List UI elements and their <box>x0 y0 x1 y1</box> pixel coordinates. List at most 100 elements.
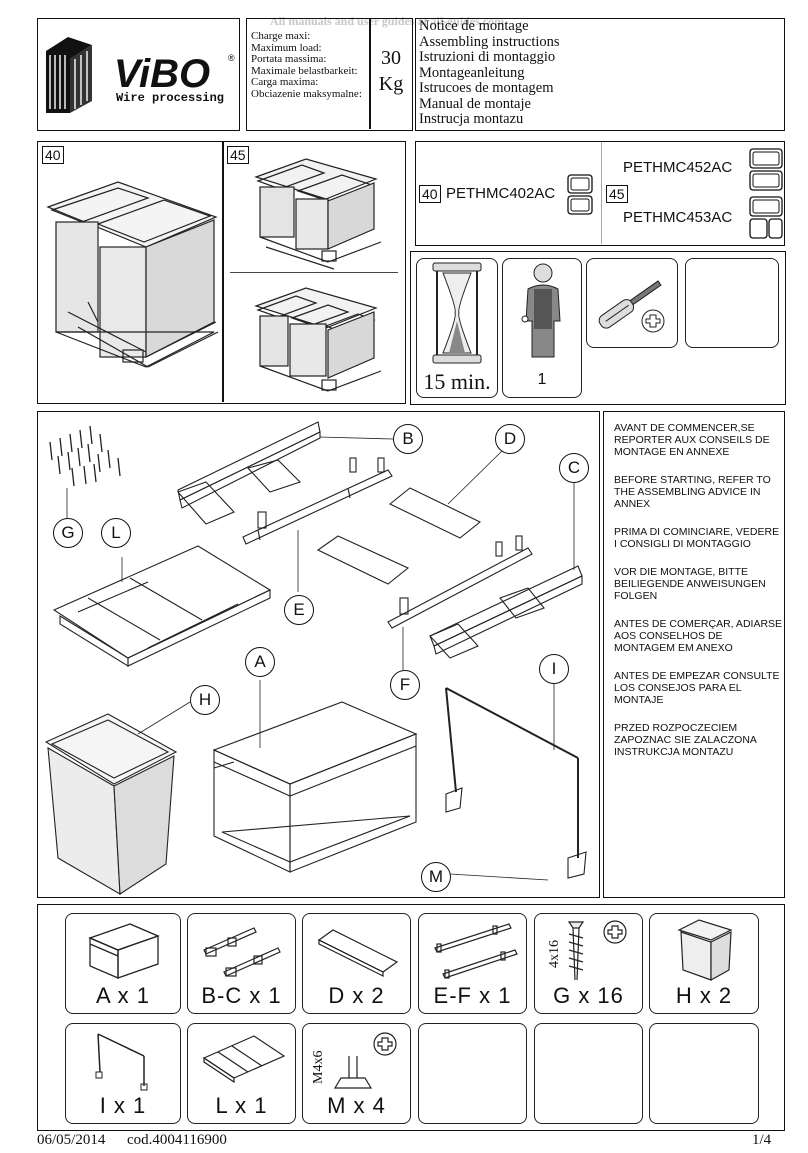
inventory-card-l: L x 1 <box>187 1023 296 1124</box>
logo-box: ViBO ® Wire processing <box>37 18 240 131</box>
load-label: Maximum load: <box>251 41 322 54</box>
vibo-logo-icon: ViBO ® <box>46 37 235 113</box>
load-labels: Charge maxi: Maximum load: Portata massi… <box>251 30 362 101</box>
inventory-caption: G x 16 <box>553 983 624 1008</box>
inventory-card-empty <box>418 1023 527 1124</box>
load-label: Charge maxi: <box>251 30 311 42</box>
load-label: Carga maxima: <box>251 76 319 89</box>
slide-c-illustration <box>429 565 583 659</box>
frame-l-thumbnail <box>202 1035 286 1084</box>
two-bin-layout-icon <box>749 148 783 191</box>
part-label-h: H <box>190 685 220 715</box>
inventory-card-i: I x 1 <box>65 1023 181 1124</box>
part-label-a: A <box>245 647 275 677</box>
model-40-code: PETHMC402AC <box>446 185 556 202</box>
title-en: Assembling instructions <box>419 33 560 50</box>
svg-text:®: ® <box>228 53 235 63</box>
svg-text:ViBO: ViBO <box>114 52 210 96</box>
frame-a-thumbnail <box>88 923 160 979</box>
inventory-caption: L x 1 <box>215 1093 268 1118</box>
part-label-c: C <box>559 453 589 483</box>
advice-en: BEFORE STARTING, REFER TO THE ASSEMBLING… <box>614 474 771 510</box>
part-label-i: I <box>539 654 569 684</box>
empty-tool-card <box>685 258 779 348</box>
inventory-card-d: D x 2 <box>302 913 411 1014</box>
footer-date: 06/05/2014 <box>37 1132 106 1148</box>
variant-45-tag: 45 <box>606 185 628 203</box>
inventory-card-ef: E-F x 1 <box>418 913 527 1014</box>
hanger-i-illustration <box>445 687 587 879</box>
part-label-m: M <box>421 862 451 892</box>
slides-bc-thumbnail <box>203 927 281 977</box>
advice-es: ANTES DE EMPEZAR CONSULTE LOS CONSEJOS P… <box>614 670 780 706</box>
title-es: Manual de montaje <box>419 95 531 112</box>
inventory-caption: H x 2 <box>675 983 733 1008</box>
inventory-caption: I x 1 <box>99 1093 147 1118</box>
part-label-b: B <box>393 424 423 454</box>
screws-g-illustration <box>49 425 121 487</box>
inventory-caption: E-F x 1 <box>433 983 512 1008</box>
rail-e-illustration <box>242 457 393 545</box>
variant-45-tag: 45 <box>227 146 249 164</box>
inventory-caption: D x 2 <box>328 983 385 1008</box>
screw-g-icon <box>567 920 627 981</box>
product-40-illustration <box>46 181 219 368</box>
slide-b-illustration <box>177 421 321 525</box>
bin-h-thumbnail <box>677 919 733 982</box>
two-bin-layout-icon <box>567 174 593 215</box>
title-pt: Istrucoes de montagem <box>419 80 554 96</box>
instructions-title-box: Notice de montage Assembling instruction… <box>415 18 785 131</box>
parts-exploded-diagram <box>44 421 587 895</box>
load-label: Maximale belastbarkeit: <box>251 64 358 77</box>
part-label-d: D <box>495 424 525 454</box>
parts-inventory-box: A x 1 B-C x 1 D x 2 E-F x 1 4x16 <box>37 904 785 1131</box>
product-views-box: 40 45 <box>37 141 406 404</box>
advice-pl: PRZED ROZPOCZECIEM ZAPOZNAC SIE ZALACZON… <box>614 722 757 758</box>
load-unit: Kg <box>378 73 404 95</box>
inventory-card-a: A x 1 <box>65 913 181 1014</box>
variant-40-tag: 40 <box>42 146 64 164</box>
brand-tagline: Wire processing <box>115 91 225 105</box>
footer-page: 1/4 <box>752 1132 772 1148</box>
frame-l-illustration <box>52 545 272 667</box>
title-it: Istruzioni di montaggio <box>419 49 556 65</box>
rails-ef-thumbnail <box>434 923 518 979</box>
inventory-caption: M x 4 <box>327 1093 386 1118</box>
models-box: 40 PETHMC402AC 45 PETHMC452AC PETHMC453A… <box>415 141 785 246</box>
rail-f-illustration <box>387 535 533 629</box>
person-icon <box>521 263 561 358</box>
time-value: 15 min. <box>423 369 491 394</box>
bin-h-illustration <box>44 713 178 895</box>
assembly-advice-box: AVANT DE COMMENCER,SE REPORTER AUX CONSE… <box>603 411 785 898</box>
inventory-card-g: 4x16 G x 16 <box>534 913 643 1014</box>
title-fr: Notice de montage <box>419 18 529 34</box>
three-bin-layout-icon <box>749 196 783 239</box>
frame-a-illustration <box>212 701 418 873</box>
advice-de: VOR DIE MONTAGE, BITTE BEILIEGENDE ANWEI… <box>614 566 766 602</box>
inventory-card-bc: B-C x 1 <box>187 913 296 1014</box>
parts-exploded-box: B D C G L E A I F H M <box>37 411 600 898</box>
persons-card: 1 <box>502 258 582 398</box>
load-label: Obciazenie maksymalne: <box>251 87 362 100</box>
watermark: All manuals and user guides at all-guide… <box>270 14 505 28</box>
inventory-card-m: M4x6 M x 4 <box>302 1023 411 1124</box>
screwdriver-card <box>586 258 678 348</box>
variant-40-tag: 40 <box>419 185 441 203</box>
footer-code: cod.4004116900 <box>127 1132 227 1148</box>
screw-m-icon <box>333 1032 397 1089</box>
part-label-g: G <box>53 518 83 548</box>
advice-fr: AVANT DE COMMENCER,SE REPORTER AUX CONSE… <box>614 422 770 458</box>
model-45a-code: PETHMC452AC <box>623 159 733 176</box>
persons-count: 1 <box>537 371 547 388</box>
hanger-i-thumbnail <box>95 1033 148 1091</box>
hourglass-icon <box>432 262 482 364</box>
inventory-card-empty <box>649 1023 759 1124</box>
part-label-l: L <box>101 518 131 548</box>
title-pl: Instrucja montazu <box>419 111 524 127</box>
load-value: 30 <box>381 47 401 69</box>
inventory-card-h: H x 2 <box>649 913 759 1014</box>
screwdriver-icon <box>598 280 665 333</box>
advice-it: PRIMA DI COMINCIARE, VEDERE I CONSIGLI D… <box>614 526 780 550</box>
load-label: Portata massima: <box>251 53 327 66</box>
inventory-card-empty <box>534 1023 643 1124</box>
